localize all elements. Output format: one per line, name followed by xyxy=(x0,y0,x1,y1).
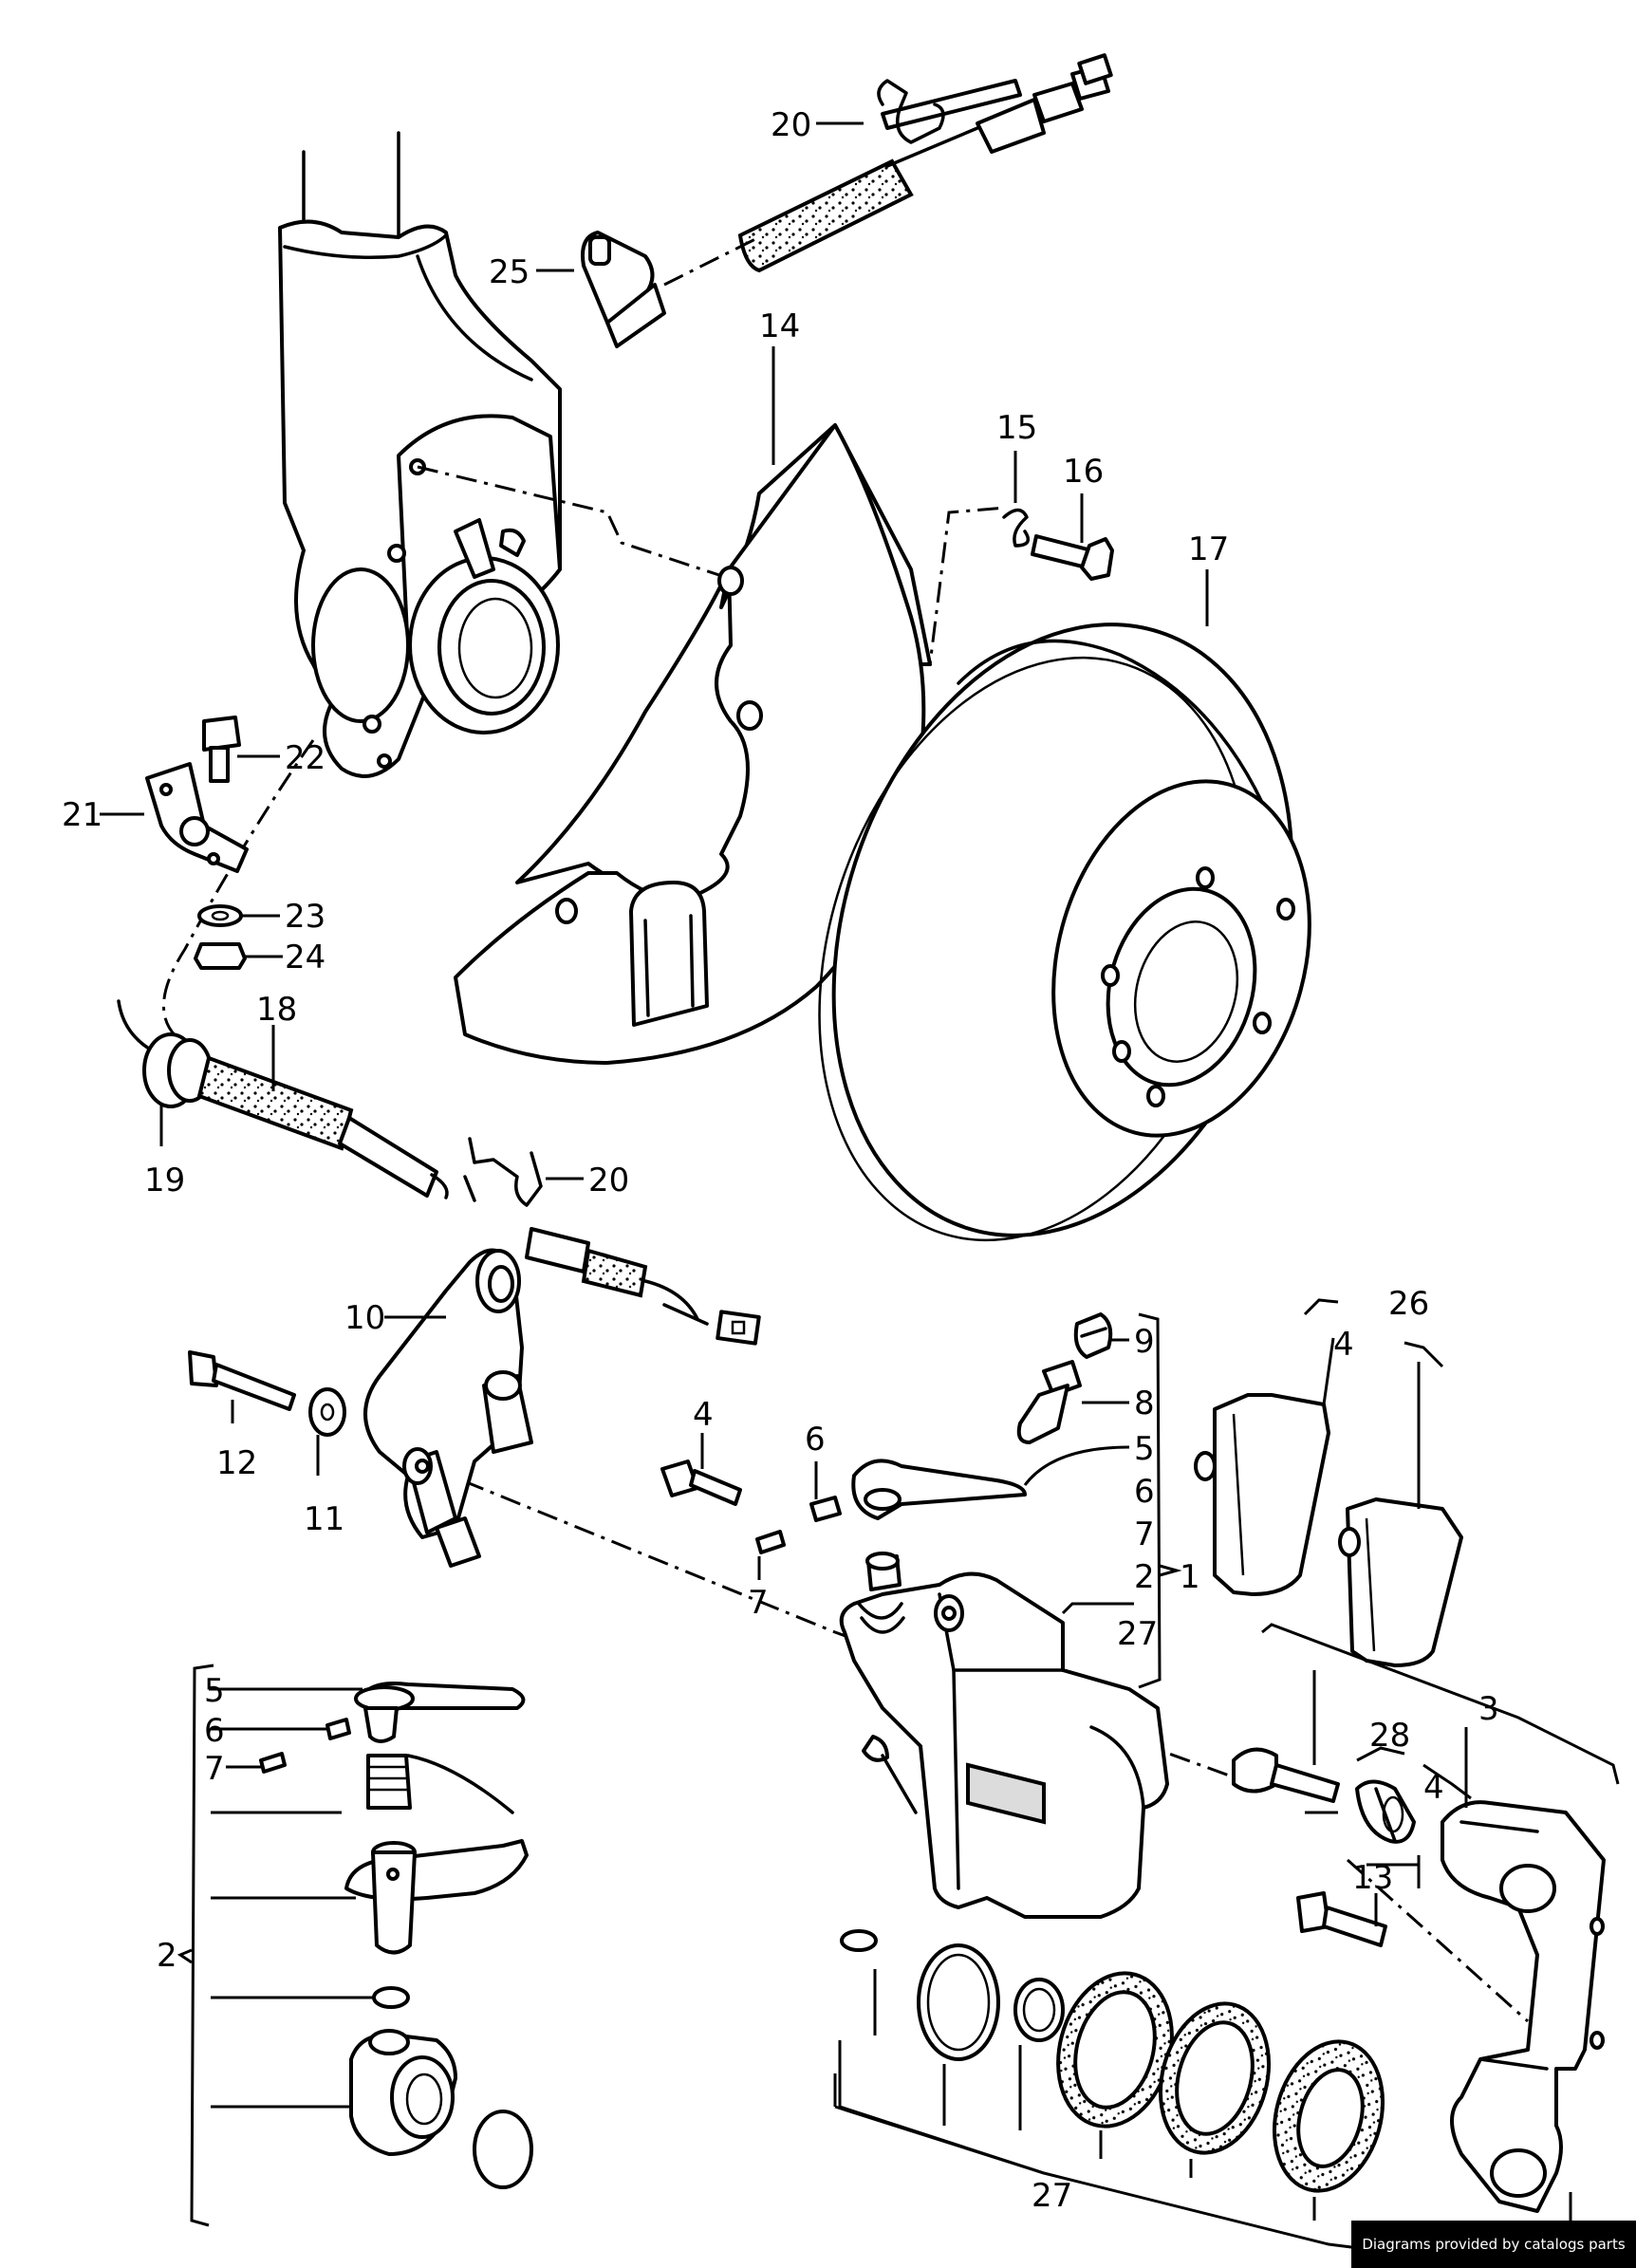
label-23: 23 xyxy=(285,898,325,936)
label-19: 19 xyxy=(144,1162,185,1199)
washer-15 xyxy=(1002,508,1031,548)
guide-bolt xyxy=(1232,1747,1340,1803)
label-11: 11 xyxy=(304,1500,344,1538)
label-4-mid: 4 xyxy=(693,1396,714,1434)
label-28: 28 xyxy=(1369,1717,1410,1755)
bleeder-valve-8 xyxy=(1016,1360,1082,1444)
clip-20-top xyxy=(877,79,945,144)
label-4-bushing: 4 xyxy=(1423,1769,1444,1807)
washer-23 xyxy=(197,904,243,927)
label-21: 21 xyxy=(62,796,102,834)
label-6-right: 6 xyxy=(1134,1473,1155,1511)
braces xyxy=(177,1298,1620,2251)
leader-lines xyxy=(100,121,1572,2230)
label-5-left: 5 xyxy=(204,1672,225,1710)
label-24: 24 xyxy=(285,939,325,976)
clip-25 xyxy=(581,231,666,348)
axis-line-knuckle xyxy=(417,465,732,581)
label-16: 16 xyxy=(1063,453,1104,491)
label-18: 18 xyxy=(256,991,297,1029)
label-2-right: 2 xyxy=(1134,1558,1155,1596)
label-20-lower: 20 xyxy=(588,1162,629,1199)
label-6-mid: 6 xyxy=(805,1421,826,1459)
label-3: 3 xyxy=(1478,1690,1499,1728)
brake-disc xyxy=(818,623,1311,1242)
splash-shield xyxy=(454,423,932,1065)
pin-6-mid xyxy=(809,1496,842,1522)
label-27-caliper: 27 xyxy=(1117,1615,1158,1653)
sensor-cable-lower xyxy=(117,999,449,1199)
seal-kit xyxy=(840,1929,1385,2193)
brake-lever-10 xyxy=(363,1248,533,1568)
label-15: 15 xyxy=(996,409,1037,447)
label-5-mid: 5 xyxy=(1134,1430,1155,1468)
label-9: 9 xyxy=(1134,1323,1155,1361)
bracket-21 xyxy=(145,762,249,873)
brake-pad-inner xyxy=(1194,1393,1330,1596)
piston-assembly xyxy=(259,1682,533,2189)
label-7-mid: 7 xyxy=(748,1584,769,1622)
washer-11 xyxy=(308,1387,346,1437)
pin-7-mid xyxy=(755,1530,786,1554)
label-2-left: 2 xyxy=(157,1937,177,1975)
label-4-pads: 4 xyxy=(1333,1326,1354,1364)
label-10: 10 xyxy=(344,1299,385,1337)
bushing-28 xyxy=(1355,1779,1416,1844)
label-7-right: 7 xyxy=(1134,1515,1155,1553)
label-20-top: 20 xyxy=(771,106,811,144)
part-labels: 20 25 14 15 16 17 22 21 23 24 18 19 20 1… xyxy=(62,106,1499,2215)
label-13: 13 xyxy=(1352,1859,1393,1897)
label-6-left: 6 xyxy=(204,1712,225,1750)
label-14: 14 xyxy=(759,307,800,345)
screw-4-mid xyxy=(660,1459,742,1506)
label-8: 8 xyxy=(1134,1385,1155,1422)
bolt-16 xyxy=(1031,534,1114,581)
sensor-plug xyxy=(525,1227,761,1346)
bleeder-cap-9 xyxy=(1073,1312,1113,1359)
bolt-12 xyxy=(188,1350,296,1411)
label-17: 17 xyxy=(1188,530,1229,568)
clip-20-lower xyxy=(463,1137,543,1207)
label-22: 22 xyxy=(285,739,325,777)
label-7-left: 7 xyxy=(204,1750,225,1788)
bolt-22 xyxy=(202,716,241,783)
nut-24 xyxy=(194,942,247,970)
bolt-13 xyxy=(1296,1891,1387,1947)
credit-banner: Diagrams provided by catalogs parts xyxy=(1351,2221,1636,2268)
caliper-housing xyxy=(839,1552,1169,1919)
spring-plate-5-mid xyxy=(851,1459,1027,1520)
axis-line-carrier xyxy=(1346,1858,1530,2023)
axis-line-top xyxy=(663,235,760,287)
label-25: 25 xyxy=(489,253,530,291)
steering-knuckle xyxy=(278,131,562,778)
label-26: 26 xyxy=(1388,1285,1429,1323)
brake-pad-outer xyxy=(1338,1497,1463,1667)
label-27-seals: 27 xyxy=(1032,2177,1072,2215)
brake-carrier xyxy=(1441,1800,1606,2213)
sensor-cable-top xyxy=(737,53,1113,273)
label-12: 12 xyxy=(216,1444,257,1482)
label-1: 1 xyxy=(1180,1558,1200,1596)
